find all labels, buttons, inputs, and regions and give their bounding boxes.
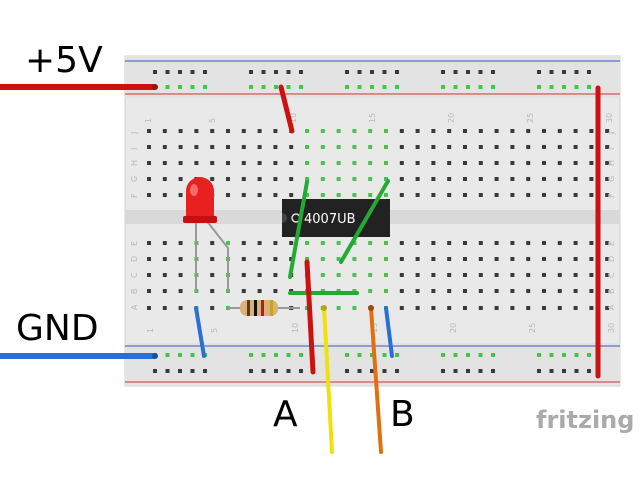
row-letter: I: [607, 148, 616, 150]
row-letter: G: [130, 176, 139, 182]
input-a-jumper: [304, 259, 316, 375]
gnd-jumper-wire: [194, 306, 206, 358]
row-letter: A: [607, 304, 616, 310]
column-number: 1: [146, 328, 155, 333]
green-jumper-wire: [288, 180, 309, 279]
row-letter: F: [130, 193, 139, 198]
vdd-jumper-wire: [278, 84, 295, 134]
wire-end: [152, 353, 158, 359]
vplus-label: +5V: [25, 40, 103, 81]
gnd-label: GND: [16, 308, 99, 349]
led-leg-anode: [205, 219, 229, 292]
row-letter: G: [607, 176, 616, 182]
ic-part-label: 4007UB: [304, 212, 356, 227]
column-number: 30: [607, 323, 616, 333]
row-letter: J: [607, 132, 616, 135]
row-letter: I: [130, 148, 139, 150]
column-number: 10: [289, 113, 298, 123]
green-jumper-wire: [339, 179, 390, 264]
top-power-rail: [125, 56, 620, 98]
input-a-wire: [322, 306, 334, 454]
row-letter: F: [607, 193, 616, 198]
row-letter: B: [607, 289, 616, 295]
row-letter: H: [607, 160, 616, 166]
wire-end: [368, 305, 374, 311]
input-b-wire: [369, 306, 383, 454]
column-number: 15: [368, 113, 377, 123]
column-number: 25: [528, 323, 537, 333]
wire-end: [152, 84, 158, 90]
column-number: 5: [208, 118, 217, 123]
row-letter: D: [130, 256, 139, 262]
row-letter: H: [130, 160, 139, 166]
row-letter: C: [130, 272, 139, 278]
row-letter: E: [607, 241, 616, 246]
gnd-jumper-wire: [384, 306, 394, 358]
wire-end: [321, 305, 327, 311]
column-number: 20: [447, 113, 456, 123]
input-a-label: A: [273, 394, 298, 435]
row-letter: E: [130, 241, 139, 246]
row-letter: A: [130, 304, 139, 310]
column-number: 20: [449, 323, 458, 333]
column-number: 10: [291, 323, 300, 333]
column-number: 5: [210, 328, 219, 333]
row-letter: J: [130, 132, 139, 135]
led: [183, 177, 217, 223]
column-number: 15: [370, 323, 379, 333]
column-number: 25: [526, 113, 535, 123]
row-letter: D: [607, 256, 616, 262]
input-b-label: B: [390, 394, 415, 435]
row-letter: B: [130, 289, 139, 295]
resistor: [240, 300, 278, 316]
fritzing-logo: fritzing: [536, 406, 634, 434]
column-number: 1: [144, 118, 153, 123]
column-number: 30: [605, 113, 614, 123]
row-letter: C: [607, 272, 616, 278]
